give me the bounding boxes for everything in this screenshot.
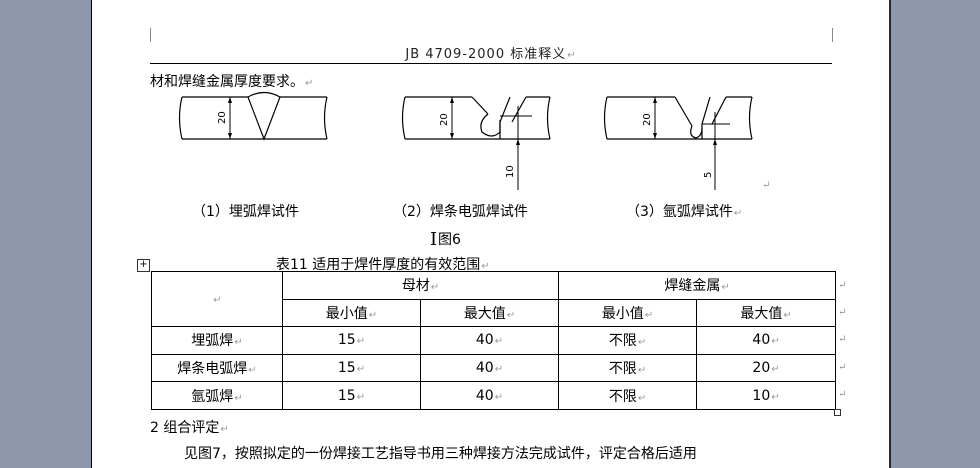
- figure-row-mark: ↵: [762, 180, 771, 191]
- value-cell: 15↵: [282, 381, 421, 410]
- figure-2-caption: （2）焊条电弧焊试件: [393, 204, 528, 220]
- table-row-end-mark: ↵: [838, 389, 847, 400]
- table-row: 焊条电弧焊↵ 15↵ 40↵ 不限↵ 20↵: [151, 353, 837, 383]
- figure-1-diagram: 20: [178, 91, 328, 141]
- figure-3-diagram: 20 5: [603, 96, 753, 190]
- crop-mark-right: [832, 28, 833, 42]
- figure-2-thickness-label: 20: [439, 113, 450, 126]
- table-row: 氩弧焊↵ 15↵ 40↵ 不限↵ 10↵: [151, 381, 837, 410]
- figure-3-caption: （3）氩弧焊试件↵: [626, 204, 743, 220]
- value-cell: 40↵: [419, 381, 560, 410]
- table-move-handle-icon[interactable]: +: [137, 259, 150, 272]
- table-resize-handle-icon[interactable]: [834, 409, 841, 416]
- base-metal-header: 母材↵: [281, 271, 560, 300]
- value-cell: 40↵: [419, 326, 560, 355]
- thickness-range-table: ↵ 母材↵ 焊缝金属↵ 最小值↵ 最大值↵ 最小值↵ 最大值↵ 埋弧焊↵ 15↵…: [151, 270, 837, 410]
- crop-mark-left: [150, 28, 151, 42]
- process-cell: 埋弧焊↵: [151, 326, 283, 355]
- figure-2-diagram: 20 10: [401, 96, 551, 190]
- value-cell: 20↵: [696, 353, 837, 383]
- figure-1-caption: （1）埋弧焊试件: [192, 204, 299, 220]
- table-subheader-row: 最小值↵ 最大值↵ 最小值↵ 最大值↵: [152, 298, 837, 328]
- value-cell: 40↵: [696, 326, 837, 355]
- value-cell: 40↵: [419, 353, 560, 383]
- running-header: JB 4709-2000 标准释义↵: [405, 47, 577, 62]
- window-edge: [889, 0, 891, 468]
- intro-text: 材和焊缝金属厚度要求。↵: [150, 74, 314, 90]
- table-row-end-mark: ↵: [838, 334, 847, 345]
- subheader-cell: 最大值↵: [696, 298, 837, 328]
- table-title: 表11 适用于焊件厚度的有效范围↵: [276, 257, 490, 273]
- subheader-cell: 最小值↵: [282, 298, 421, 328]
- value-cell: 不限↵: [558, 353, 698, 383]
- text-cursor-icon: I: [430, 229, 438, 250]
- table-row-end-mark: ↵: [838, 307, 847, 318]
- value-cell: 15↵: [282, 353, 421, 383]
- table-corner-cell: ↵: [151, 270, 283, 328]
- subheader-cell: 最小值↵: [558, 298, 698, 328]
- section-heading: 2 组合评定↵: [150, 420, 229, 436]
- figure-2-arrow-label: 10: [505, 165, 516, 178]
- figure-1-thickness-label: 20: [217, 111, 228, 124]
- value-cell: 15↵: [282, 326, 421, 355]
- table-row-end-mark: ↵: [838, 362, 847, 373]
- value-cell: 不限↵: [558, 326, 698, 355]
- figure-title: 图6: [438, 232, 461, 248]
- figure-3-arrow-label: 5: [703, 172, 714, 178]
- subheader-cell: 最大值↵: [419, 298, 560, 328]
- value-cell: 10↵: [696, 381, 837, 410]
- process-cell: 焊条电弧焊↵: [151, 353, 283, 383]
- table-header-row: ↵ 母材↵ 焊缝金属↵: [151, 270, 837, 328]
- table-row: 埋弧焊↵ 15↵ 40↵ 不限↵ 40↵: [151, 326, 837, 355]
- weld-metal-header: 焊缝金属↵: [558, 271, 837, 300]
- document-page: JB 4709-2000 标准释义↵ 材和焊缝金属厚度要求。↵ 20 20: [91, 0, 891, 468]
- figure-3-thickness-label: 20: [642, 113, 653, 126]
- value-cell: 不限↵: [558, 381, 698, 410]
- process-cell: 氩弧焊↵: [151, 381, 283, 410]
- paragraph-text: 见图7，按照拟定的一份焊接工艺指导书用三种焊接方法完成试件，评定合格后适用: [184, 446, 697, 462]
- table-row-end-mark: ↵: [838, 280, 847, 291]
- header-rule: [150, 63, 832, 64]
